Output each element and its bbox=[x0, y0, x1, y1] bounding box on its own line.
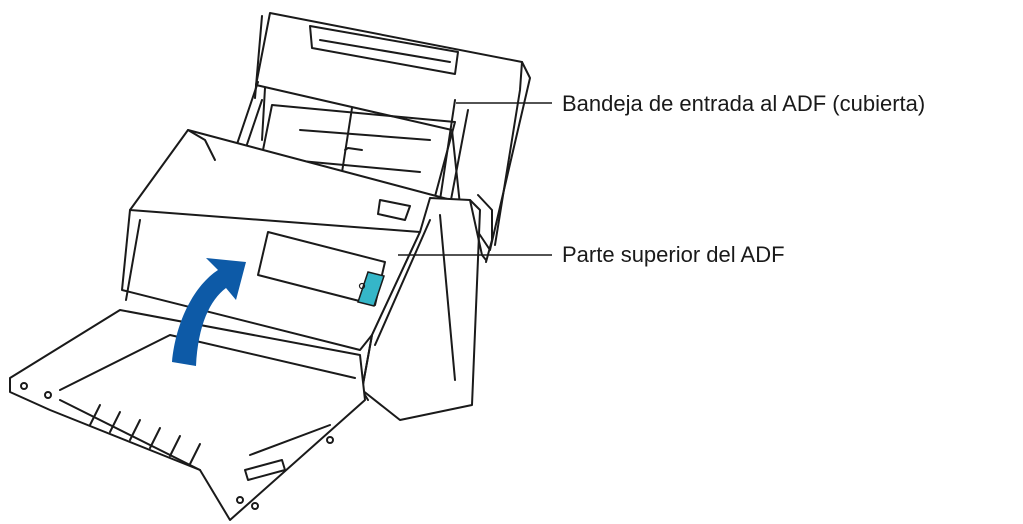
label-adf-tray: Bandeja de entrada al ADF (cubierta) bbox=[562, 91, 926, 116]
scanner-body bbox=[361, 194, 493, 421]
stacker-tray bbox=[9, 309, 366, 521]
open-direction-arrow-icon bbox=[172, 258, 246, 366]
adf-release-tab bbox=[357, 271, 385, 307]
label-adf-top: Parte superior del ADF bbox=[562, 242, 785, 267]
adf-paper-chute bbox=[234, 12, 531, 251]
